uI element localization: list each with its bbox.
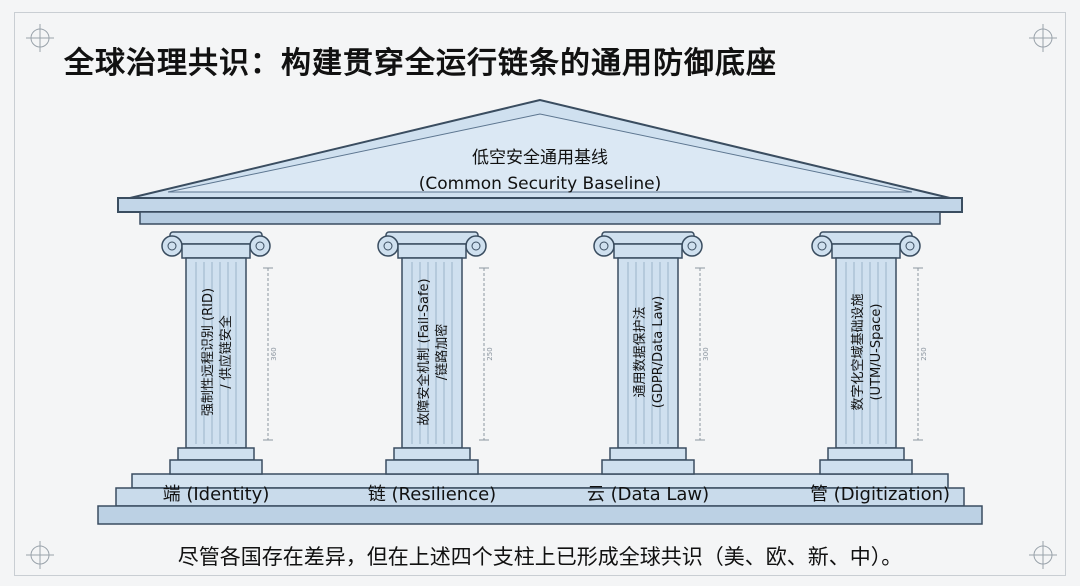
pillar-identity: 360 强制性远程识别 (RID)/ 供应链安全 [161,231,278,475]
roof-title-en: (Common Security Baseline) [419,174,662,194]
column-base-plinth [385,459,479,475]
dimension-label: 360 [270,347,278,360]
pillar-digitization: 250 数字化空域基础设施(UTM/U-Space) [811,231,928,475]
volute-right-inner [905,241,915,251]
volute-left-inner [599,241,609,251]
column-capital [601,231,695,245]
volute-left [377,235,399,257]
column-capital [819,231,913,245]
volute-left [811,235,833,257]
volute-left-inner [383,241,393,251]
pillar-text-line1: 通用数据保护法 [633,306,648,397]
pillar-text-line1: 强制性远程识别 (RID) [201,288,216,416]
stylobate [97,473,983,525]
column-base-plinth [169,459,263,475]
volute-right-inner [255,241,265,251]
volute-left-inner [817,241,827,251]
volute-right [465,235,487,257]
dimension-label: 250 [920,347,928,360]
dimension-label: 250 [486,347,494,360]
volute-right-inner [471,241,481,251]
blueprint-frame [14,12,1066,576]
column-shaft [185,257,247,449]
column-shaft [835,257,897,449]
volute-left [161,235,183,257]
column-echinus [397,243,467,259]
pillar-text-line2: (GDPR/Data Law) [651,296,666,409]
entablature [117,197,963,213]
column-base-plinth [819,459,913,475]
pillar-text-line2: (UTM/U-Space) [869,303,884,400]
pillar-label-resilience: 链 (Resilience) [368,484,496,505]
column-echinus [181,243,251,259]
column-echinus [613,243,683,259]
volute-left [593,235,615,257]
column-base-upper [609,447,687,461]
column-base-upper [393,447,471,461]
page-title: 全球治理共识：构建贯穿全运行链条的通用防御底座 [64,46,777,81]
column-shaft [401,257,463,449]
column-base-plinth [601,459,695,475]
volute-left-inner [167,241,177,251]
pillar-text-line1: 数字化空域基础设施 [851,293,866,410]
pillar-data-law: 300 通用数据保护法(GDPR/Data Law) [593,231,710,475]
pillar-label-identity: 端 (Identity) [163,484,270,505]
column-capital [169,231,263,245]
volute-right [249,235,271,257]
roof-title-cn: 低空安全通用基线 [472,148,608,168]
volute-right-inner [687,241,697,251]
column-base-upper [177,447,255,461]
architrave [139,211,941,225]
volute-right [681,235,703,257]
column-shaft [617,257,679,449]
footer-caption: 尽管各国存在差异，但在上述四个支柱上已形成全球共识（美、欧、新、中）。 [177,545,903,569]
dimension-label: 300 [702,347,710,360]
pillar-resilience: 250 故障安全机制 (Fail-Safe)/链路加密 [377,231,494,475]
pillar-label-data-law: 云 (Data Law) [587,484,709,505]
roof-pediment [129,98,951,199]
pillar-text-line1: 故障安全机制 (Fail-Safe) [416,278,432,425]
pillar-text-line2: / 供应链安全 [218,315,234,389]
volute-right [899,235,921,257]
registration-marks [26,24,1057,569]
pillar-text-line2: /链路加密 [434,324,450,380]
column-echinus [831,243,901,259]
column-base-upper [827,447,905,461]
column-capital [385,231,479,245]
pillar-label-digitization: 管 (Digitization) [810,484,950,505]
